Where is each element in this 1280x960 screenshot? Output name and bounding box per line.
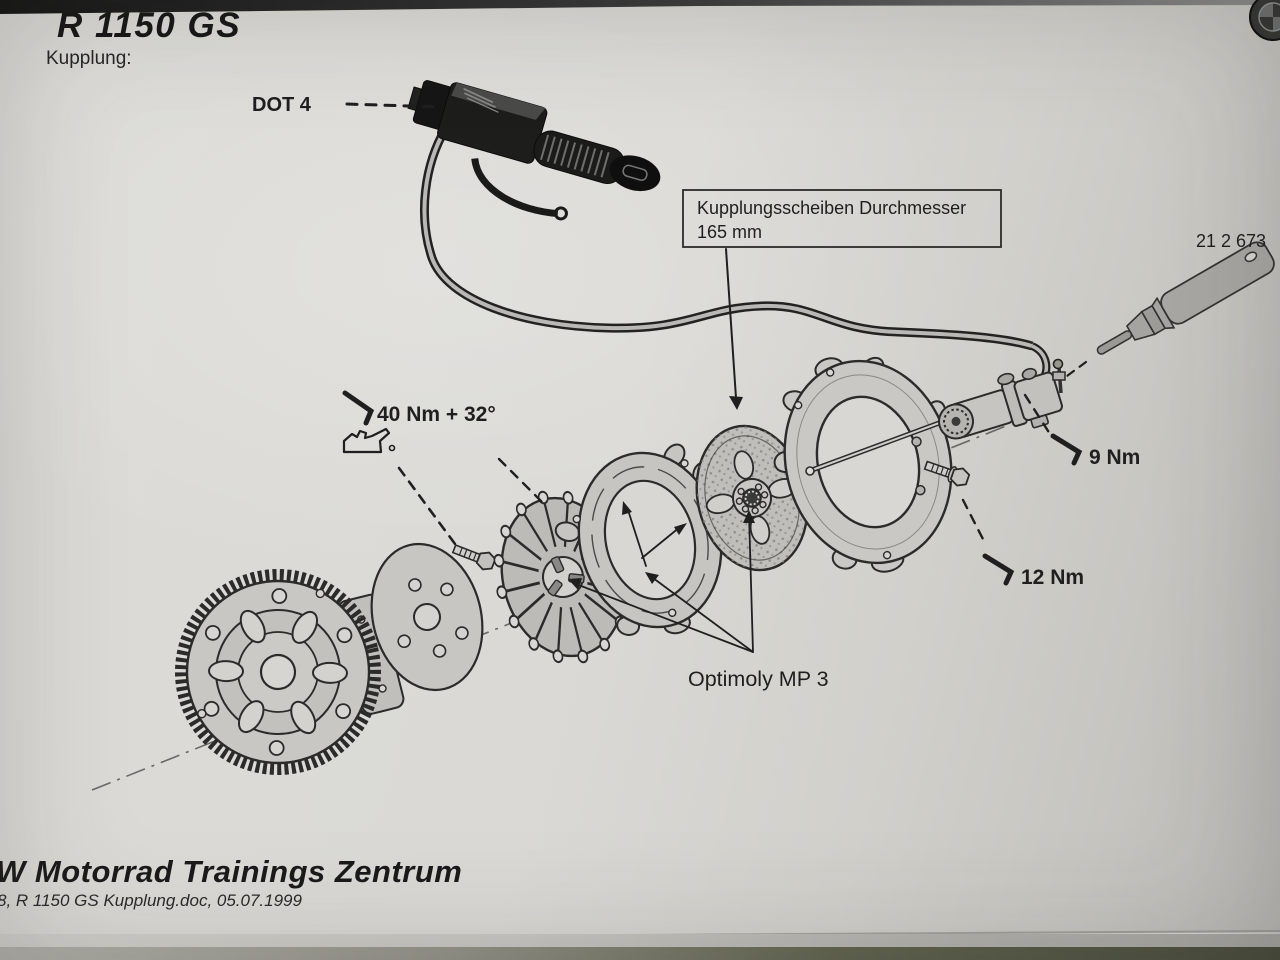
cover-ring-arrows bbox=[622, 501, 687, 567]
tool-leader bbox=[1061, 360, 1088, 381]
centering-tool bbox=[1096, 241, 1275, 355]
footer-document-info: 8, R 1150 GS Kupplung.doc, 05.07.1999 bbox=[0, 891, 302, 910]
disc-diameter-arrowhead bbox=[729, 396, 743, 410]
torque-flywheel-leader bbox=[497, 457, 545, 505]
disc-diameter-box bbox=[682, 189, 1002, 248]
grease-label: Optimoly MP 3 bbox=[688, 667, 829, 691]
table-edge bbox=[0, 947, 1280, 960]
tool-part-number: 21 2 673 bbox=[1196, 231, 1266, 251]
torque-bolt-leader bbox=[961, 498, 987, 545]
oil-drop bbox=[388, 444, 396, 452]
photo-top-edge bbox=[0, 0, 1280, 14]
torque-wrench-icon bbox=[342, 390, 375, 426]
torque-slave-leader bbox=[1023, 393, 1052, 436]
dot4-leader bbox=[345, 102, 442, 109]
push-rod bbox=[805, 413, 959, 476]
bmw-roundel-icon bbox=[1249, 0, 1280, 41]
footer-organization: W Motorrad Trainings Zentrum bbox=[0, 854, 463, 889]
torque-flywheel-label: 40 Nm + 32° bbox=[377, 403, 496, 426]
torque-slave-label: 9 Nm bbox=[1089, 446, 1140, 469]
disc-diameter-line1: Kupplungsscheiben Durchmesser bbox=[697, 198, 966, 218]
housing-plate bbox=[773, 356, 953, 573]
bleeder-valve bbox=[1052, 358, 1066, 394]
oilcan-leader bbox=[397, 466, 460, 550]
page-subtitle: Kupplung: bbox=[46, 48, 132, 69]
oil-can-icon bbox=[342, 427, 391, 454]
torque-wrench-icon bbox=[982, 553, 1015, 586]
pressure-plate bbox=[370, 542, 484, 692]
disc-diameter-arrow bbox=[725, 248, 737, 399]
disc-diameter-line2: 165 mm bbox=[697, 222, 762, 242]
grease-leaders bbox=[568, 510, 755, 653]
hydraulic-hose bbox=[420, 125, 1051, 396]
torque-bolt-label: 12 Nm bbox=[1021, 566, 1084, 589]
clutch-slave-cylinder bbox=[938, 367, 1063, 440]
flywheel-bolt bbox=[451, 544, 497, 571]
torque-wrench-icon bbox=[1050, 433, 1083, 466]
annotations: DOT 4 Kupplungsscheiben Durchmesser 165 … bbox=[252, 94, 1266, 691]
plate-bolt bbox=[923, 460, 971, 487]
dot4-label: DOT 4 bbox=[252, 94, 312, 116]
clutch-master-cylinder bbox=[407, 80, 661, 221]
flywheel bbox=[175, 569, 381, 775]
